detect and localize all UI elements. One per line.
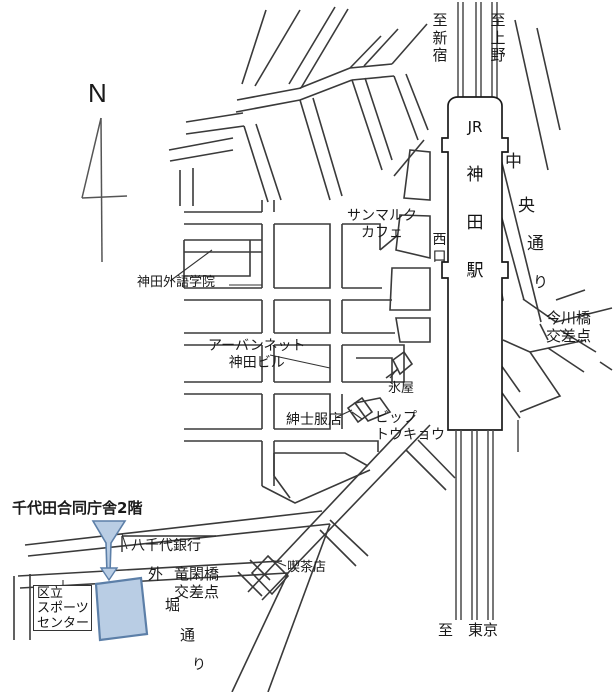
landmark-label-urbannet-kanda-building: アーバンネット 神田ビル [208, 338, 306, 371]
sports-center-label: 区立 スポーツ センター [33, 585, 92, 631]
destination-building-highlight [94, 576, 149, 642]
station-name-da: 田 [466, 213, 484, 233]
street-label-sotobori-dori-3: 通 [180, 626, 196, 644]
street-label-chuo-dori-1: 中 [505, 152, 522, 172]
station-name-jr: JR [467, 118, 483, 136]
yachiyo-bank-bracket [121, 535, 216, 552]
street-label-sotobori-dori-2: 堀 [165, 596, 181, 614]
road-network-station-west [379, 139, 431, 343]
landmark-label-sanmaruku-cafe: サンマルク カフェ [347, 208, 417, 241]
direction-label-to-tokyo: 至 東京 [438, 621, 499, 639]
compass-north-arrow [81, 117, 128, 263]
station-name-eki: 駅 [466, 261, 484, 281]
street-label-sotobori-dori-1: 外 [148, 565, 164, 583]
station-name-kan: 神 [466, 165, 484, 185]
leader-lines [62, 249, 399, 594]
destination-label-chiyoda-godo-chosha: 千代田合同庁舎2階 [12, 499, 143, 517]
compass-label-n: N [88, 78, 107, 108]
landmark-label-shinshifukuten: 紳士服店 [286, 412, 342, 428]
street-label-sotobori-dori-4: り [192, 657, 206, 673]
destination-arrow [91, 520, 127, 582]
intersection-label-ryukanbashi: 竜閑橋 交差点 [174, 565, 220, 601]
jr-kanda-station-shape [441, 96, 509, 431]
landmark-label-koriya: 氷屋 [388, 381, 415, 396]
road-network-lower [237, 350, 456, 601]
street-label-chuo-dori-2: 央 [518, 196, 535, 216]
landmark-label-yachiyo-bank: 八千代銀行 [131, 538, 201, 554]
landmark-label-vip-tokyo: ビップ トウキョウ [375, 410, 445, 443]
road-network-upper [168, 6, 429, 206]
rail-lines-north [457, 2, 498, 98]
street-label-chuo-dori-4: り [533, 273, 549, 291]
landmark-label-kanda-gaigo-gakuin: 神田外語学院 [137, 275, 216, 290]
direction-label-to-ueno: 至 上 野 [490, 11, 506, 65]
intersection-label-imagawabashi: 今川橋 交差点 [546, 309, 592, 345]
street-label-chuo-dori-3: 通 [527, 234, 544, 254]
landmark-label-kissaten: 喫茶店 [287, 560, 327, 575]
station-west-exit-label: 西 口 [432, 232, 447, 265]
rail-lines-south [455, 420, 519, 620]
direction-label-to-shinjuku: 至 新 宿 [432, 11, 448, 65]
